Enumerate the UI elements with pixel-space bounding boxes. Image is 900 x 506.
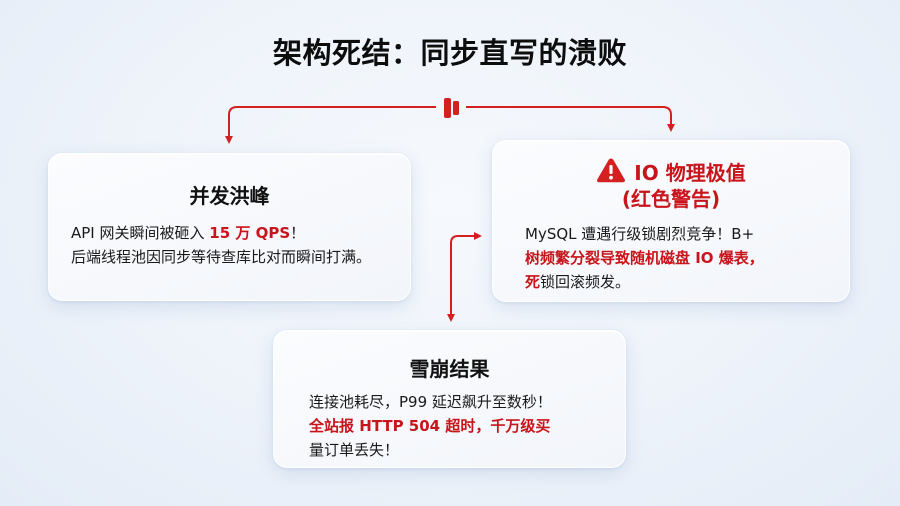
deadlock-highlight: 死 (525, 273, 541, 291)
body-line: 量订单丢失！ (309, 441, 400, 459)
body-line: MySQL 遭遇行级锁剧烈竞争！B+ (525, 225, 755, 243)
text: ！ (290, 224, 306, 242)
card-title: 雪崩结果 (409, 357, 490, 381)
card-body: 连接池耗尽，P99 延迟飙升至数秒！ 全站报 HTTP 504 超时，千万级买 … (309, 390, 625, 462)
title-subline: (红色警告) (621, 187, 721, 211)
warning-triangle-icon (597, 158, 626, 183)
card-io-limit: IO 物理极值 (红色警告) MySQL 遭遇行级锁剧烈竞争！B+ 树频繁分裂导… (492, 140, 850, 302)
body-line: 死锁回滚频发。 (525, 270, 849, 294)
card-title: IO 物理极值 (红色警告) (493, 157, 849, 212)
connector-to-io-limit (466, 106, 675, 132)
title-line: IO 物理极值 (634, 161, 746, 185)
card-title: 并发洪峰 (189, 184, 270, 208)
text: 锁回滚频发。 (540, 273, 631, 291)
card-body: MySQL 遭遇行级锁剧烈竞争！B+ 树频繁分裂导致随机磁盘 IO 爆表， 死锁… (525, 222, 849, 294)
page-title: 架构死结：同步直写的溃败 (272, 36, 627, 70)
card-concurrency-peak: 并发洪峰 API 网关瞬间被砸入 15 万 QPS！ 后端线程池因同步等待查库比… (48, 153, 411, 301)
card-avalanche-result: 雪崩结果 连接池耗尽，P99 延迟飙升至数秒！ 全站报 HTTP 504 超时，… (273, 330, 626, 468)
card-body: API 网关瞬间被砸入 15 万 QPS！ 后端线程池因同步等待查库比对而瞬间打… (71, 221, 410, 269)
body-line: 后端线程池因同步等待查库比对而瞬间打满。 (71, 248, 372, 266)
body-line: 连接池耗尽，P99 延迟飙升至数秒！ (309, 393, 552, 411)
split-junction-icon (444, 98, 459, 118)
qps-highlight: 15 万 QPS (209, 224, 291, 242)
text: API 网关瞬间被砸入 (71, 224, 210, 242)
connector-to-io-card (450, 232, 482, 320)
body-line-highlight: 全站报 HTTP 504 超时，千万级买 (309, 417, 551, 435)
body-line: API 网关瞬间被砸入 15 万 QPS！ (71, 221, 410, 245)
body-line-highlight: 树频繁分裂导致随机磁盘 IO 爆表， (525, 249, 764, 267)
connector-to-concurrency (225, 106, 436, 144)
